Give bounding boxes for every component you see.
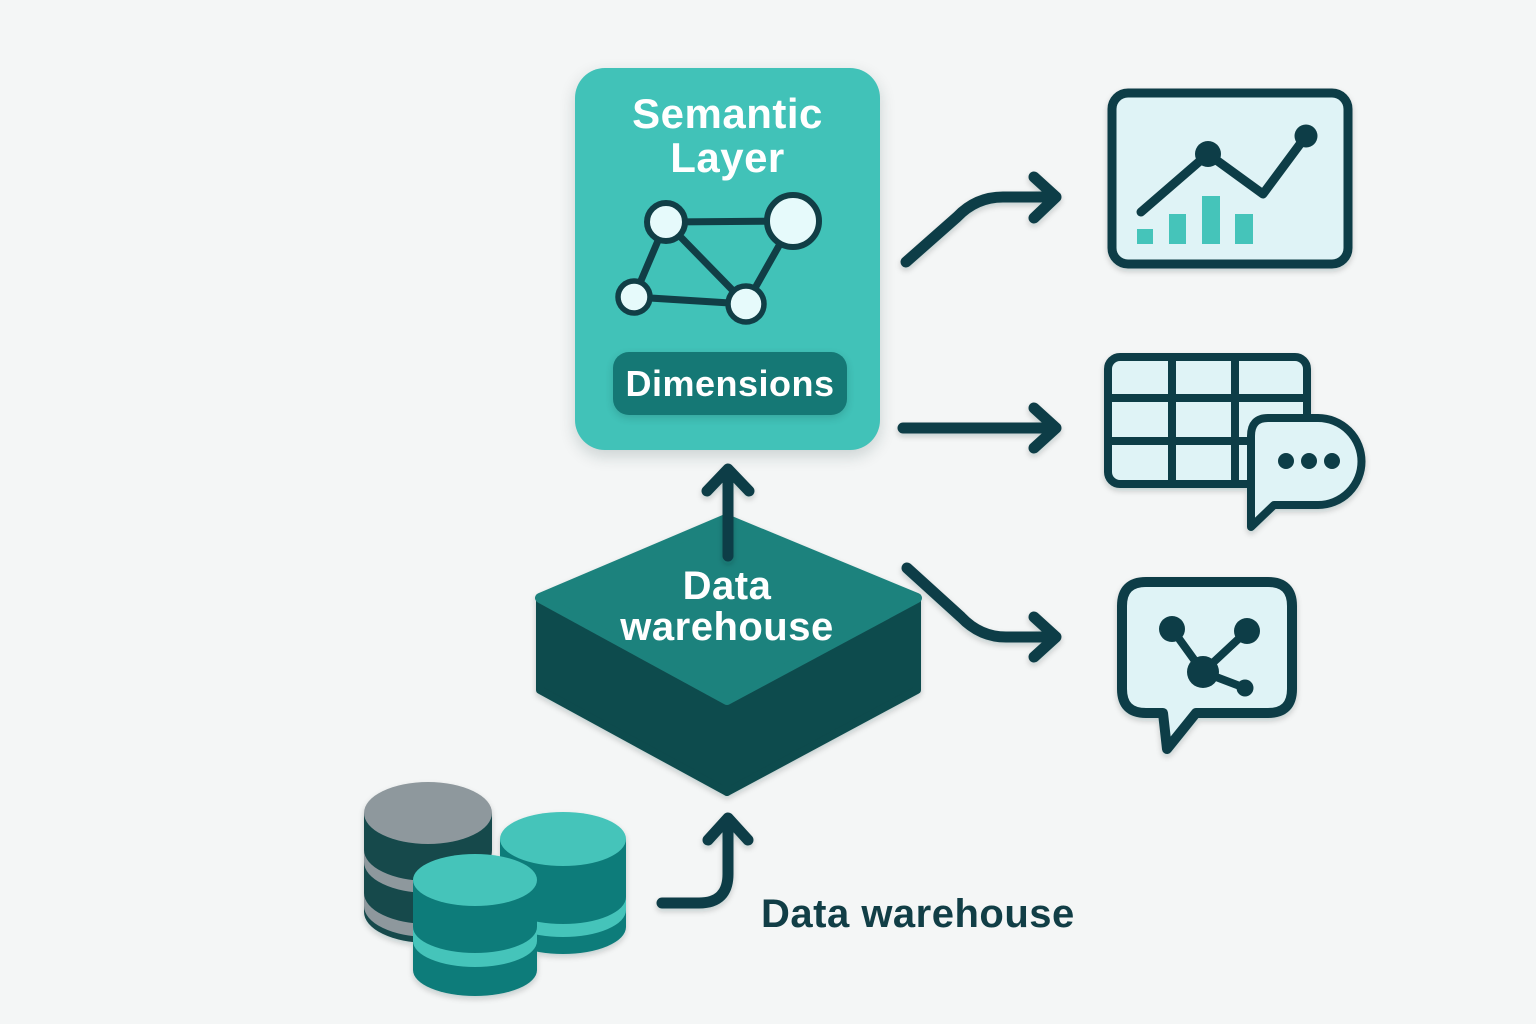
semantic-layer-card: Semantic Layer Dimensions xyxy=(575,68,880,450)
dimensions-badge: Dimensions xyxy=(613,352,847,415)
arrow-to-chat xyxy=(901,562,1062,663)
database-cylinders-icon xyxy=(364,782,626,996)
warehouse-label-line2: warehouse xyxy=(620,605,834,649)
flow-arrows xyxy=(656,171,1062,909)
source-caption: Data warehouse xyxy=(761,892,1075,936)
chat-ellipsis-bubble xyxy=(1247,414,1366,531)
table-chat-icon xyxy=(1104,353,1366,531)
semantic-layer-title-line1: Semantic xyxy=(632,90,823,137)
database-teal-front xyxy=(413,854,537,996)
data-warehouse-block xyxy=(535,514,922,796)
warehouse-label-line1: Data xyxy=(682,564,772,608)
network-graph-icon xyxy=(615,192,822,325)
warehouse-block-label: Data warehouse xyxy=(560,566,894,648)
arrow-source-to-warehouse xyxy=(656,812,754,909)
dimensions-badge-label: Dimensions xyxy=(625,362,835,404)
arrow-warehouse-to-semantic xyxy=(701,463,755,562)
semantic-layer-title-line2: Layer xyxy=(670,134,785,181)
arrow-to-chart xyxy=(900,171,1062,268)
line-bar-chart-icon xyxy=(1107,88,1353,269)
chat-network-icon xyxy=(1117,577,1297,754)
semantic-layer-title: Semantic Layer xyxy=(575,92,880,180)
arrow-to-table xyxy=(897,402,1062,454)
